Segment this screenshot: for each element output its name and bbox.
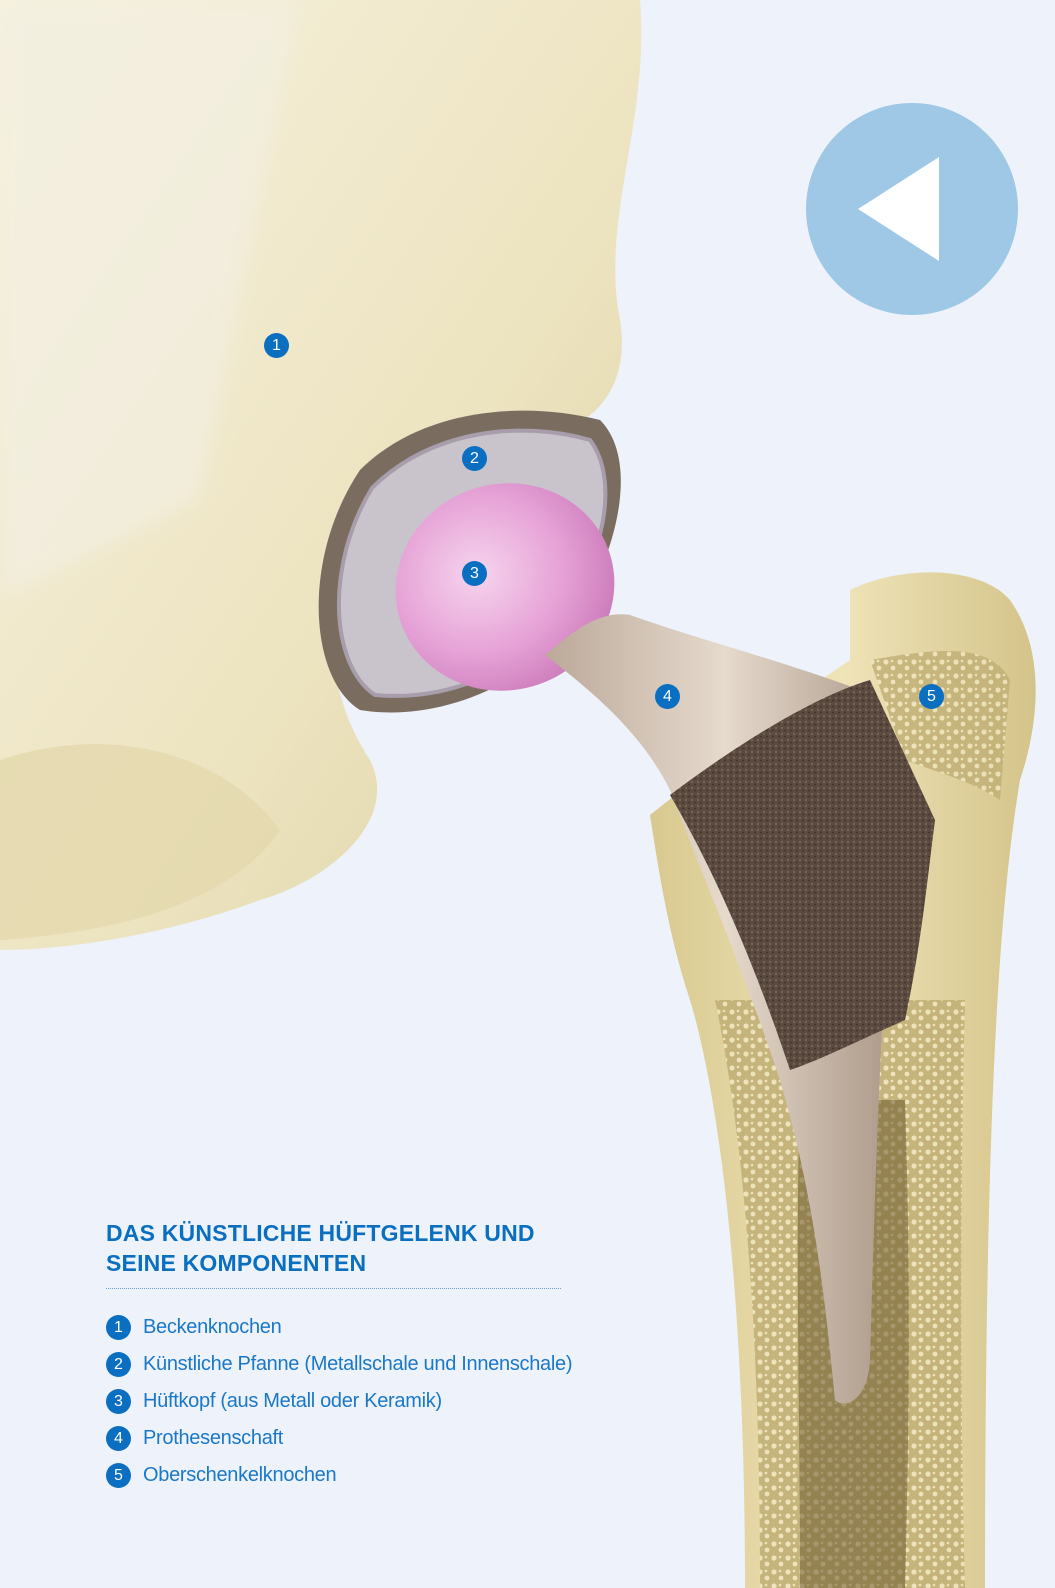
legend-label: Hüftkopf (aus Metall oder Keramik): [143, 1390, 442, 1413]
marker-3-femoral-head: 3: [462, 561, 487, 586]
back-button[interactable]: [806, 103, 1018, 315]
legend-number: 5: [106, 1463, 131, 1488]
legend-number: 3: [106, 1389, 131, 1414]
legend-item: 5 Oberschenkelknochen: [106, 1457, 561, 1494]
legend-label: Prothesenschaft: [143, 1427, 283, 1450]
legend-item: 2 Künstliche Pfanne (Metallschale und In…: [106, 1346, 561, 1383]
legend-item: 1 Beckenknochen: [106, 1309, 561, 1346]
legend-number: 2: [106, 1352, 131, 1377]
legend: DAS KÜNSTLICHE HÜFTGELENK UND SEINE KOMP…: [106, 1218, 561, 1494]
legend-label: Beckenknochen: [143, 1316, 281, 1339]
legend-title-line-1: DAS KÜNSTLICHE HÜFTGELENK UND: [106, 1220, 535, 1246]
marker-2-cup: 2: [462, 446, 487, 471]
legend-divider: [106, 1288, 561, 1289]
marker-4-stem: 4: [655, 684, 680, 709]
legend-label: Oberschenkelknochen: [143, 1464, 336, 1487]
legend-number: 1: [106, 1315, 131, 1340]
play-back-icon: [806, 103, 1018, 315]
legend-title-line-2: SEINE KOMPONENTEN: [106, 1250, 366, 1276]
legend-number: 4: [106, 1426, 131, 1451]
legend-title: DAS KÜNSTLICHE HÜFTGELENK UND SEINE KOMP…: [106, 1218, 561, 1278]
marker-5-femur: 5: [919, 684, 944, 709]
legend-label: Künstliche Pfanne (Metallschale und Inne…: [143, 1353, 572, 1376]
legend-item: 4 Prothesenschaft: [106, 1420, 561, 1457]
legend-item: 3 Hüftkopf (aus Metall oder Keramik): [106, 1383, 561, 1420]
marker-1-pelvis: 1: [264, 333, 289, 358]
